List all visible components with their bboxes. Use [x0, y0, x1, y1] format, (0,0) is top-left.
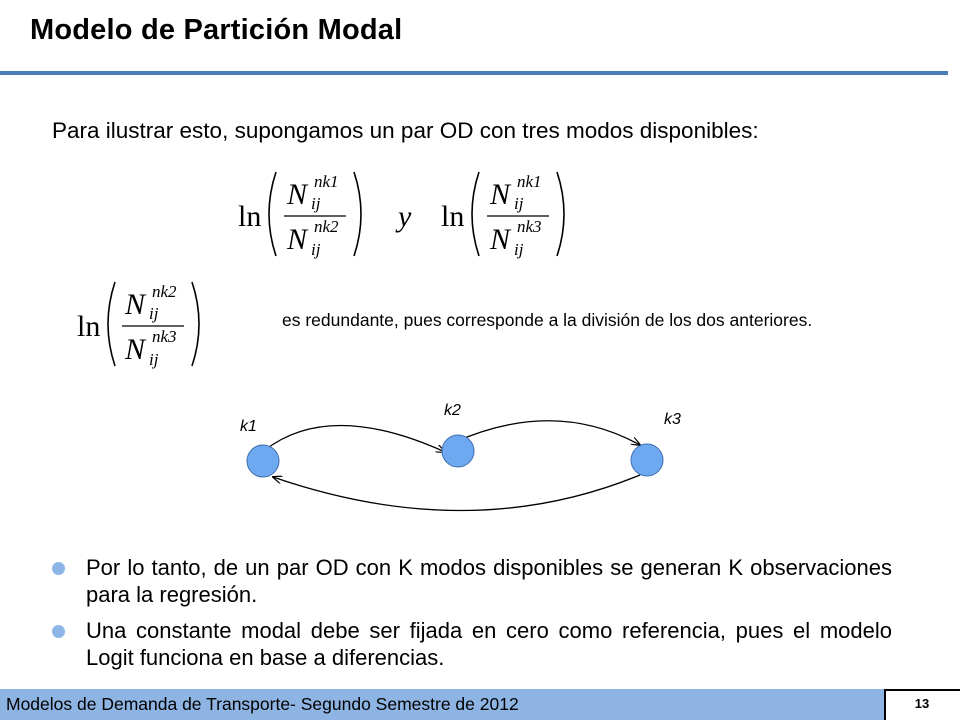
formula-k1-k2: ln N nk1 ij N nk2 ij	[238, 171, 362, 259]
bullet-item: Por lo tanto, de un par OD con K modos d…	[52, 554, 892, 608]
footer-text: Modelos de Demanda de Transporte- Segund…	[6, 694, 519, 714]
intro-text: Para ilustrar esto, supongamos un par OD…	[52, 118, 759, 143]
bullet-text: Una constante modal debe ser fijada en c…	[86, 618, 892, 670]
numerator-base: N	[286, 178, 309, 211]
footer-bar: Modelos de Demanda de Transporte- Segund…	[0, 689, 884, 720]
left-paren	[268, 171, 277, 257]
denominator-sup: nk3	[152, 327, 177, 346]
arrow-k3-to-k1	[273, 474, 641, 512]
denominator-base: N	[286, 223, 309, 256]
formulas: ln N nk1 ij N nk2 ij y ln N nk1 ij N nk3…	[77, 171, 565, 369]
formula-k2-k3: ln N nk2 ij N nk3 ij	[77, 281, 200, 369]
numerator-sub: ij	[311, 194, 321, 213]
arrow-k1-to-k2	[264, 424, 445, 452]
footer: Modelos de Demanda de Transporte- Segund…	[0, 689, 960, 720]
denominator-sub: ij	[311, 240, 321, 259]
denominator-base: N	[124, 333, 147, 366]
bullet-item: Una constante modal debe ser fijada en c…	[52, 617, 892, 671]
node-k3	[630, 443, 664, 477]
numerator-sup: nk2	[152, 282, 177, 301]
right-paren	[556, 171, 565, 257]
numerator-sub: ij	[149, 304, 159, 323]
ln-symbol: ln	[77, 310, 100, 343]
ln-symbol: ln	[238, 200, 261, 233]
ln-symbol: ln	[441, 200, 464, 233]
connector-y: y	[395, 200, 412, 233]
numerator-sup: nk1	[314, 172, 339, 191]
mode-diagram: k1 k2 k3	[240, 402, 681, 512]
denominator-sub: ij	[149, 350, 159, 369]
bullet-dot-icon	[52, 562, 65, 575]
node-k1	[246, 444, 280, 478]
arrow-k2-to-k3	[454, 420, 640, 445]
right-paren	[191, 281, 200, 367]
bullet-text: Por lo tanto, de un par OD con K modos d…	[86, 555, 892, 607]
denominator-base: N	[489, 223, 512, 256]
redundant-note: es redundante, pues corresponde a la div…	[282, 310, 813, 330]
denominator-sup: nk3	[517, 217, 542, 236]
left-paren	[471, 171, 480, 257]
right-paren	[353, 171, 362, 257]
page-number-box: 13	[884, 689, 960, 720]
slide-title: Modelo de Partición Modal	[30, 14, 403, 46]
left-paren	[107, 281, 116, 367]
bullet-dot-icon	[52, 625, 65, 638]
numerator-sup: nk1	[517, 172, 542, 191]
title-rule	[0, 71, 948, 75]
denominator-sub: ij	[514, 240, 524, 259]
numerator-base: N	[124, 288, 147, 321]
bullet-list: Por lo tanto, de un par OD con K modos d…	[52, 554, 892, 680]
denominator-sup: nk2	[314, 217, 339, 236]
node-label-k1: k1	[240, 418, 257, 435]
node-label-k2: k2	[444, 402, 461, 419]
formula-k1-k3: ln N nk1 ij N nk3 ij	[441, 171, 565, 259]
node-label-k3: k3	[664, 411, 681, 428]
node-k2	[441, 434, 475, 468]
page-number: 13	[914, 696, 930, 711]
numerator-base: N	[489, 178, 512, 211]
numerator-sub: ij	[514, 194, 524, 213]
